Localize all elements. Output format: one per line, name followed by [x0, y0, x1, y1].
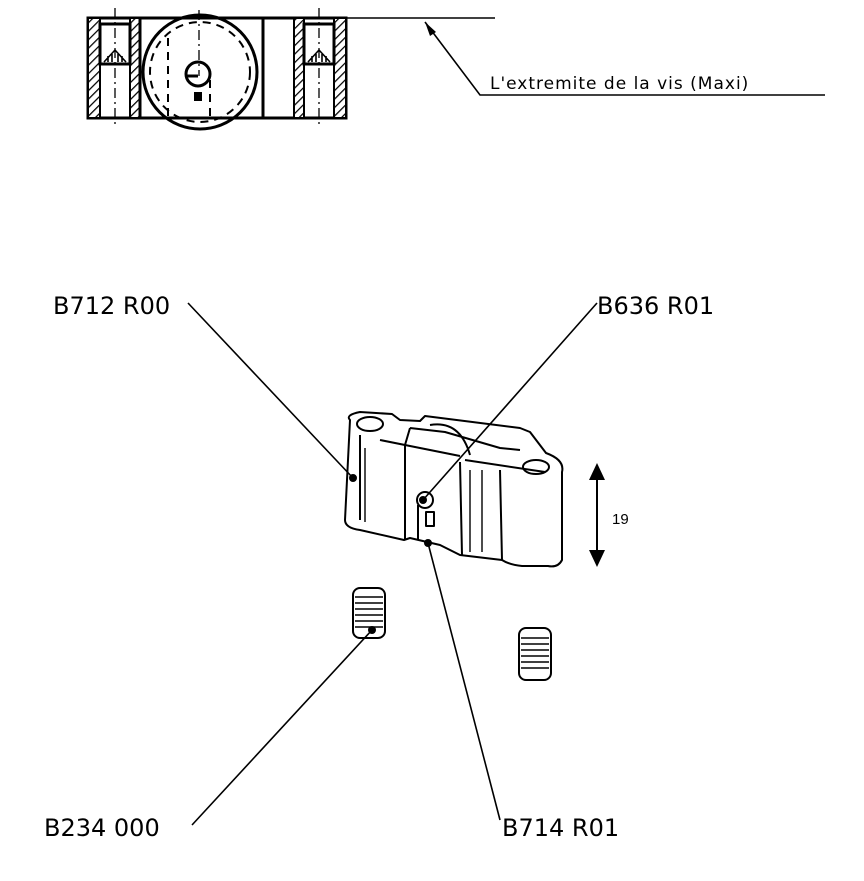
- height-dimension: 19: [589, 463, 629, 567]
- leader-lines: [187, 302, 598, 826]
- set-screw-left: [352, 587, 386, 639]
- callout-screw: B234 000: [44, 814, 160, 842]
- height-value: 19: [612, 511, 629, 528]
- note-text: L'extremite de la vis (Maxi): [490, 74, 749, 94]
- callout-pin: B636 R01: [597, 292, 714, 320]
- callout-housing: B712 R00: [53, 292, 170, 320]
- note-leader: L'extremite de la vis (Maxi): [424, 21, 825, 96]
- section-view: [86, 8, 495, 131]
- housing-part: [344, 411, 564, 568]
- set-screw-right: [518, 627, 552, 681]
- callout-spring: B714 R01: [502, 814, 619, 842]
